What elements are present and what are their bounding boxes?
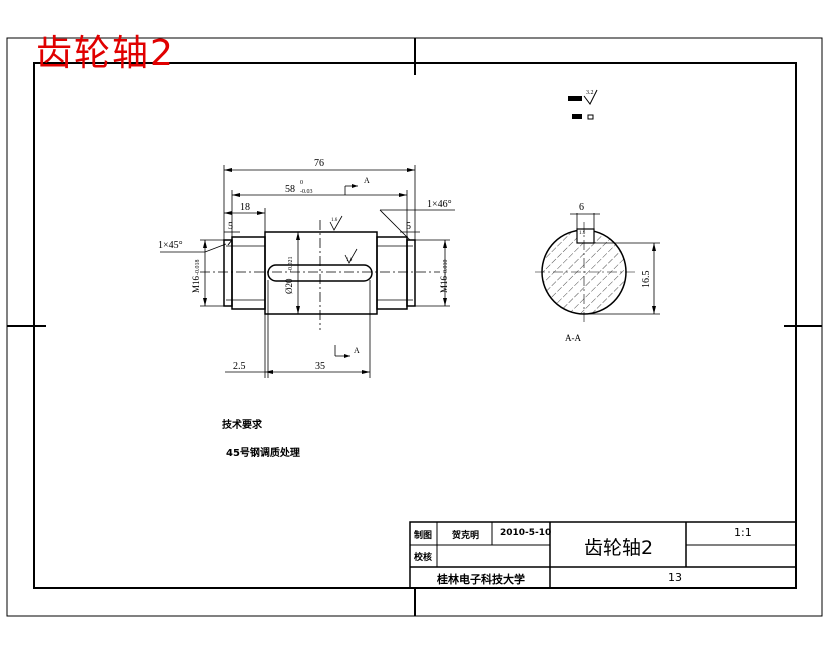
key-tol: -0.021	[288, 257, 294, 273]
rough-b: 1.6	[346, 258, 353, 263]
tb-label-check: 校核	[414, 553, 433, 563]
roughness-value: 3.2	[586, 90, 594, 96]
title-block-grid	[409, 521, 797, 589]
dia-right-tol: -0.010	[443, 260, 449, 276]
dim-right-5: 5	[406, 221, 411, 232]
chamfer-left: 1×45°	[158, 240, 183, 251]
tb-school: 桂林电子科技大学	[437, 573, 525, 586]
dia-mid: Ø20	[284, 278, 294, 294]
tb-drawer-name: 贺克明	[452, 531, 480, 541]
sec-width: 6	[579, 202, 584, 213]
dim-overall: 76	[314, 158, 324, 169]
rough-a: 1.6	[331, 218, 338, 223]
dimension-arrows	[203, 168, 447, 374]
inner-border	[33, 62, 797, 589]
dim-58-tol-lower: -0.03	[300, 189, 313, 195]
shaft-front-view	[200, 220, 440, 330]
dia-right: M16	[439, 275, 449, 293]
sec-height: 16.5	[641, 271, 652, 289]
tech-requirements-line: 45号钢调质处理	[226, 448, 300, 459]
sec-name: A-A	[565, 333, 581, 343]
chamfer-right: 1×46°	[427, 199, 452, 210]
tech-requirements-title: 技术要求	[222, 420, 262, 431]
section-mark-top: A	[364, 176, 370, 185]
roughness-note: 3.2	[568, 89, 598, 120]
tb-scale: 1:1	[734, 526, 752, 539]
dim-18: 18	[240, 202, 250, 213]
dia-left-tol: -0.018	[195, 260, 201, 276]
drawing-title-overlay: 齿轮轴2	[36, 33, 175, 74]
dia-left: M16	[191, 275, 201, 293]
dimension-lines	[160, 165, 455, 378]
tb-part-name: 齿轮轴2	[584, 537, 654, 559]
tb-label-drawn: 制图	[414, 531, 433, 541]
dim-58-tol-upper: 0	[300, 180, 303, 186]
dim-left-5: 5	[228, 221, 233, 232]
dim-35: 35	[315, 361, 325, 372]
dim-2-5: 2.5	[233, 361, 246, 372]
tb-number: 13	[668, 571, 682, 584]
roughness-symbols	[329, 215, 358, 264]
sec-rough: 1.6	[579, 231, 586, 236]
section-mark-bottom: A	[354, 346, 360, 355]
dimension-texts: 76 58 0 -0.03 18 5 5 35 2.5 1×45° 1×46° …	[158, 158, 452, 372]
dim-58: 58	[285, 184, 295, 195]
tb-date: 2010-5-10	[500, 528, 552, 538]
section-view-a-a: 6 1.6 16.5 A-A	[535, 202, 660, 343]
centering-marks	[7, 38, 822, 616]
